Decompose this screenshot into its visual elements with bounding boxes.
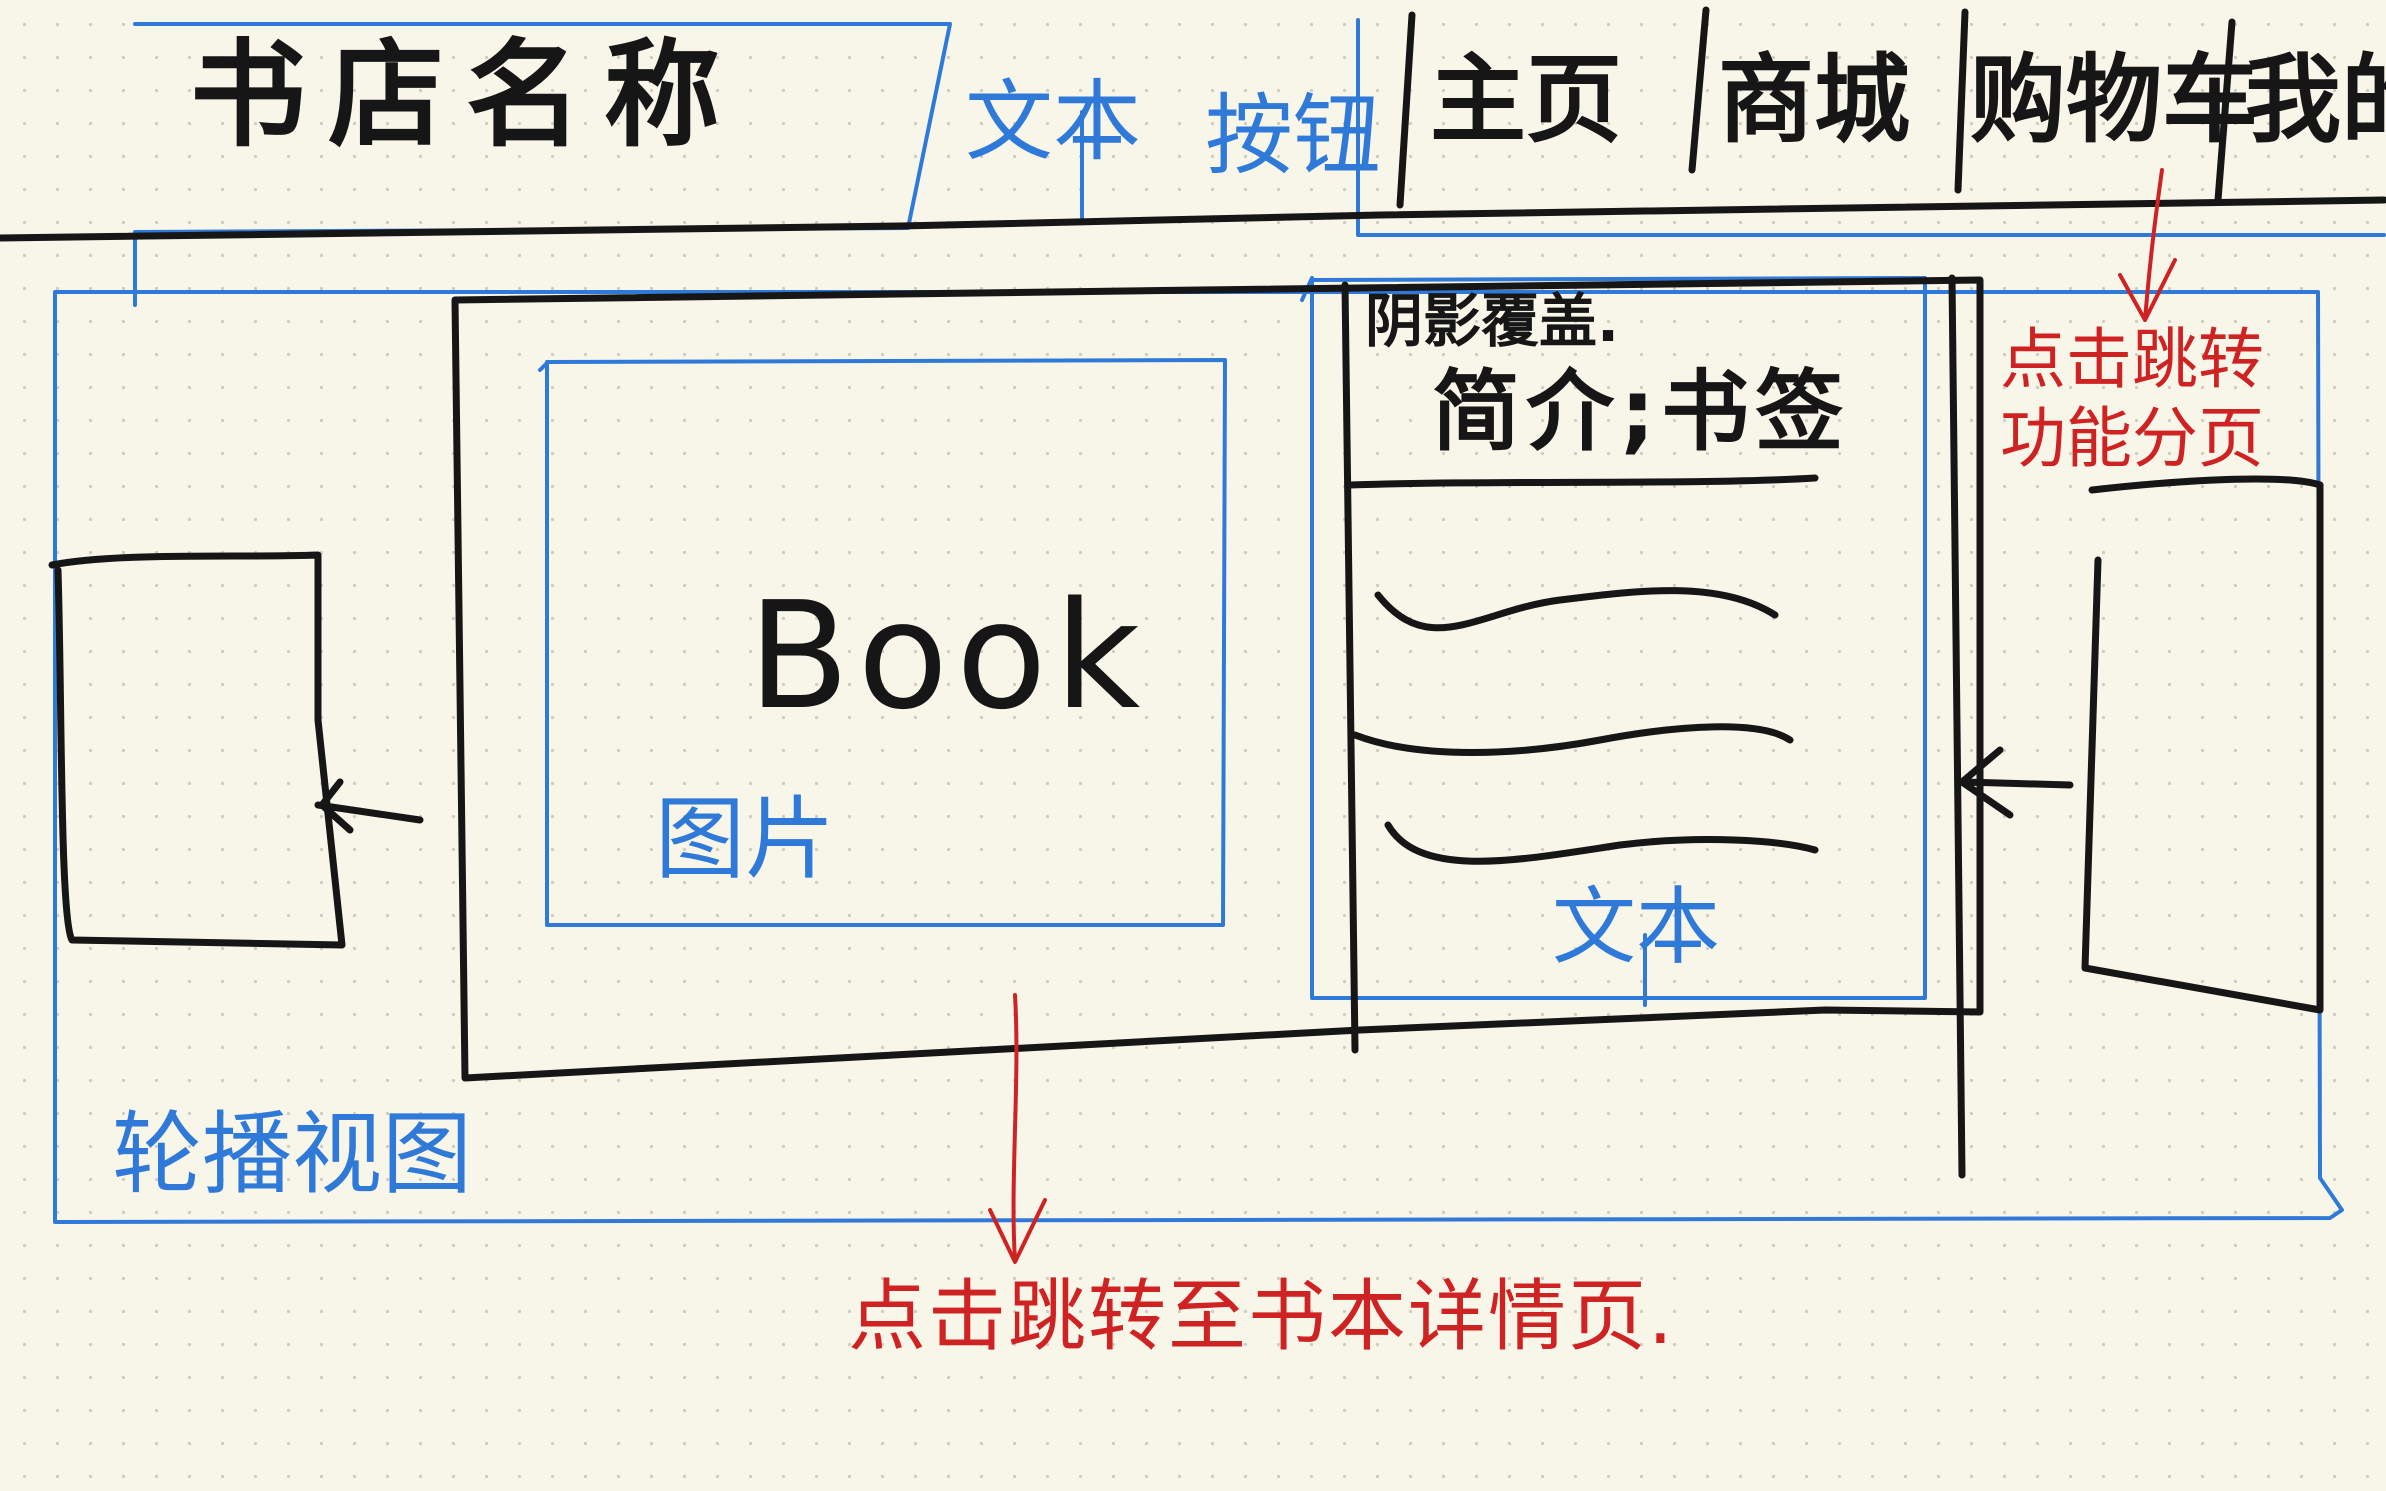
nav-item-mall[interactable]: 商城 [1718, 44, 1910, 156]
center-card-divider [1341, 281, 1359, 1054]
store-name-label: 书店名称 [190, 28, 742, 163]
text-line-2 [1351, 723, 1794, 756]
right-card-edge [1948, 274, 1966, 1179]
annotation-nav-click: 点击跳转 功能分页 [2000, 321, 2264, 478]
text-line-1 [1374, 587, 1779, 632]
text-line-3 [1384, 821, 1819, 865]
annotation-detail-click: 点击跳转至书本详情页. [848, 1272, 1675, 1362]
annotation-button-label: 按钮 [1205, 84, 1382, 187]
nav-click-arrow [2118, 168, 2177, 322]
nav-divider-3 [1954, 8, 1969, 194]
carousel-click-arrow [988, 993, 1047, 1264]
nav-divider-4 [2214, 18, 2236, 204]
nav-item-home[interactable]: 主页 [1430, 44, 1622, 156]
annotation-text-label: 文本 [965, 70, 1142, 173]
image-frame [545, 358, 1227, 927]
center-card [451, 276, 1984, 1082]
left-card [48, 551, 346, 949]
anno-image-arrow [538, 360, 550, 372]
left-card-arrow [314, 778, 424, 834]
overlay-label: 阴影覆盖. [1365, 287, 1620, 355]
nav-frame [1356, 18, 2386, 237]
right-card-arrow [1958, 746, 2074, 819]
nav-item-mine[interactable]: 我的 [2245, 44, 2386, 156]
intro-underline [1346, 474, 1819, 489]
annotation-carousel-label: 轮播视图 [112, 1102, 472, 1207]
right-card [2081, 475, 2324, 1014]
nav-item-cart[interactable]: 购物车 [1970, 44, 2258, 156]
intro-bookmark-label: 简介;书签 [1432, 360, 1850, 463]
nav-divider-1 [1396, 11, 1416, 209]
annotation-text-mid-label: 文本 [1552, 878, 1721, 976]
overlay-frame [1310, 276, 1927, 1000]
annotation-image-label: 图片 [655, 787, 835, 892]
header-baseline [0, 196, 2386, 242]
carousel-frame [53, 290, 2344, 1224]
nav-divider-2 [1688, 6, 1710, 174]
book-image-placeholder[interactable]: Book [748, 570, 1149, 742]
